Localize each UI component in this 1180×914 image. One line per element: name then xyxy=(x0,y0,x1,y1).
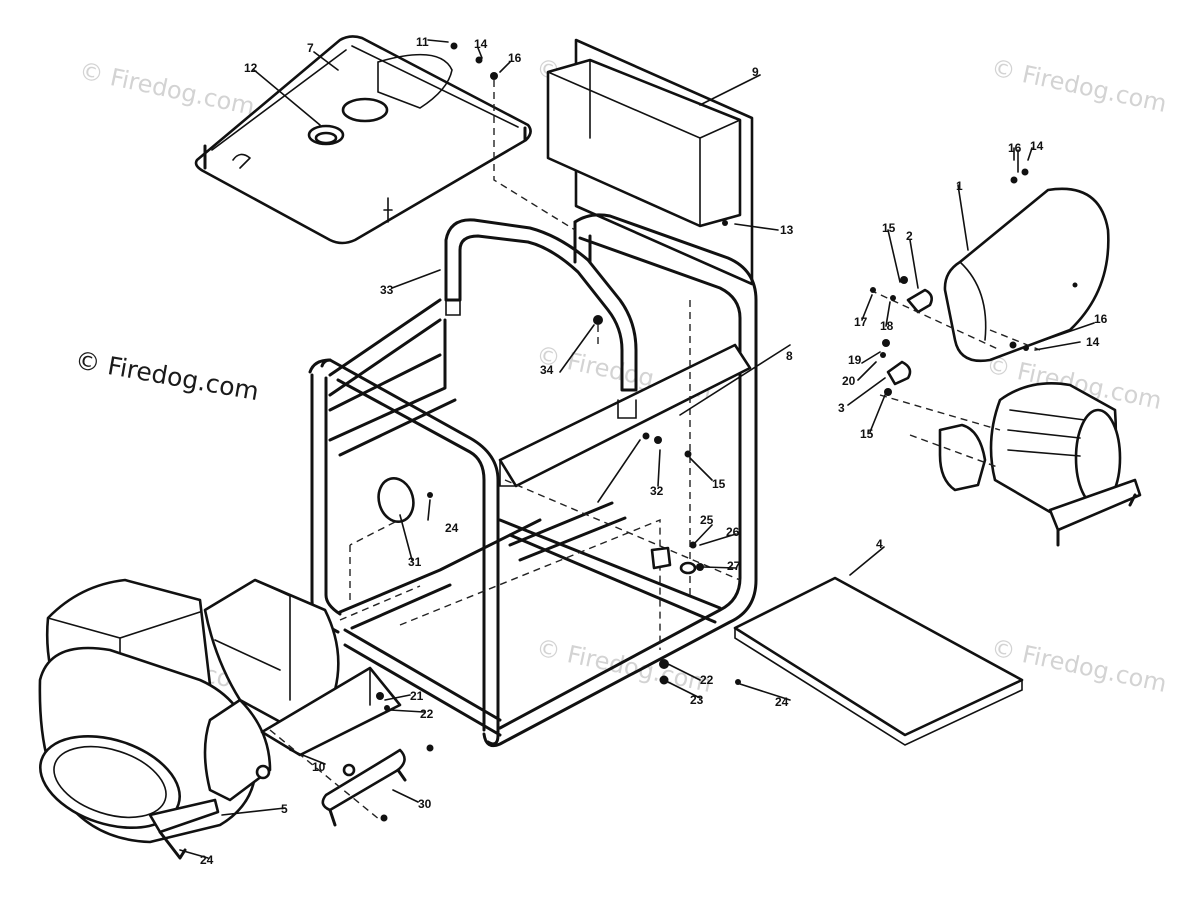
callout-22: 22 xyxy=(700,673,714,687)
control-panel xyxy=(546,38,754,286)
callout-25: 24 xyxy=(445,521,459,535)
fuel-tank xyxy=(194,35,532,245)
callout-3: 3 xyxy=(838,401,845,415)
callout-4: 4 xyxy=(876,537,883,551)
callout-14: 14 xyxy=(1086,335,1100,349)
brackets xyxy=(869,288,1041,431)
callouts: 7 12 11 14 16 9 13 33 1 16 14 15 2 17 18… xyxy=(179,35,1108,867)
callout-25: 24 xyxy=(775,695,789,709)
endbell-cover xyxy=(943,187,1110,363)
callout-12: 12 xyxy=(244,61,258,75)
callout-30: 31 xyxy=(408,555,422,569)
base-pan xyxy=(733,576,1024,746)
callout-29: 30 xyxy=(418,797,432,811)
callout-26: 25 xyxy=(700,513,714,527)
watermark: © Firedog.com xyxy=(77,56,257,121)
callout-17: 17 xyxy=(854,315,868,329)
callout-24: 24 xyxy=(200,853,214,867)
watermark: © Firedog.com xyxy=(989,633,1169,698)
callout-13: 13 xyxy=(780,223,794,237)
callout-15: 15 xyxy=(712,477,726,491)
callout-16: 16 xyxy=(1008,141,1022,155)
fasteners xyxy=(349,42,1029,822)
callout-9: 9 xyxy=(752,65,759,79)
callout-15: 15 xyxy=(860,427,874,441)
callout-1: 1 xyxy=(956,179,963,193)
callout-20: 20 xyxy=(842,374,856,388)
callout-14: 14 xyxy=(474,37,488,51)
callout-16: 16 xyxy=(1094,312,1108,326)
engine xyxy=(38,578,421,860)
callout-19: 19 xyxy=(848,353,862,367)
callout-2: 2 xyxy=(906,229,913,243)
callout-10: 10 xyxy=(312,760,326,774)
callout-22: 22 xyxy=(420,707,434,721)
callout-31: 33 xyxy=(380,283,394,297)
callout-27: 26 xyxy=(726,525,740,539)
watermark-main: © Firedog.com xyxy=(73,345,261,406)
callout-16: 16 xyxy=(508,51,522,65)
callout-8: 8 xyxy=(786,349,793,363)
callout-33: 34 xyxy=(540,363,554,377)
callout-15: 15 xyxy=(882,221,896,235)
callout-28: 27 xyxy=(727,559,741,573)
callout-14: 14 xyxy=(1030,139,1044,153)
handle xyxy=(444,218,638,419)
callout-32: 32 xyxy=(650,484,664,498)
callout-7: 7 xyxy=(307,41,314,55)
callout-18: 18 xyxy=(880,319,894,333)
callout-21: 21 xyxy=(410,689,424,703)
watermark: © Firedog.com xyxy=(989,53,1169,118)
callout-11: 11 xyxy=(416,35,429,49)
callout-23: 23 xyxy=(690,693,704,707)
mount-brackets xyxy=(260,666,407,827)
callout-5: 5 xyxy=(281,802,288,816)
main-frame xyxy=(308,213,758,748)
alternator xyxy=(909,382,1142,547)
